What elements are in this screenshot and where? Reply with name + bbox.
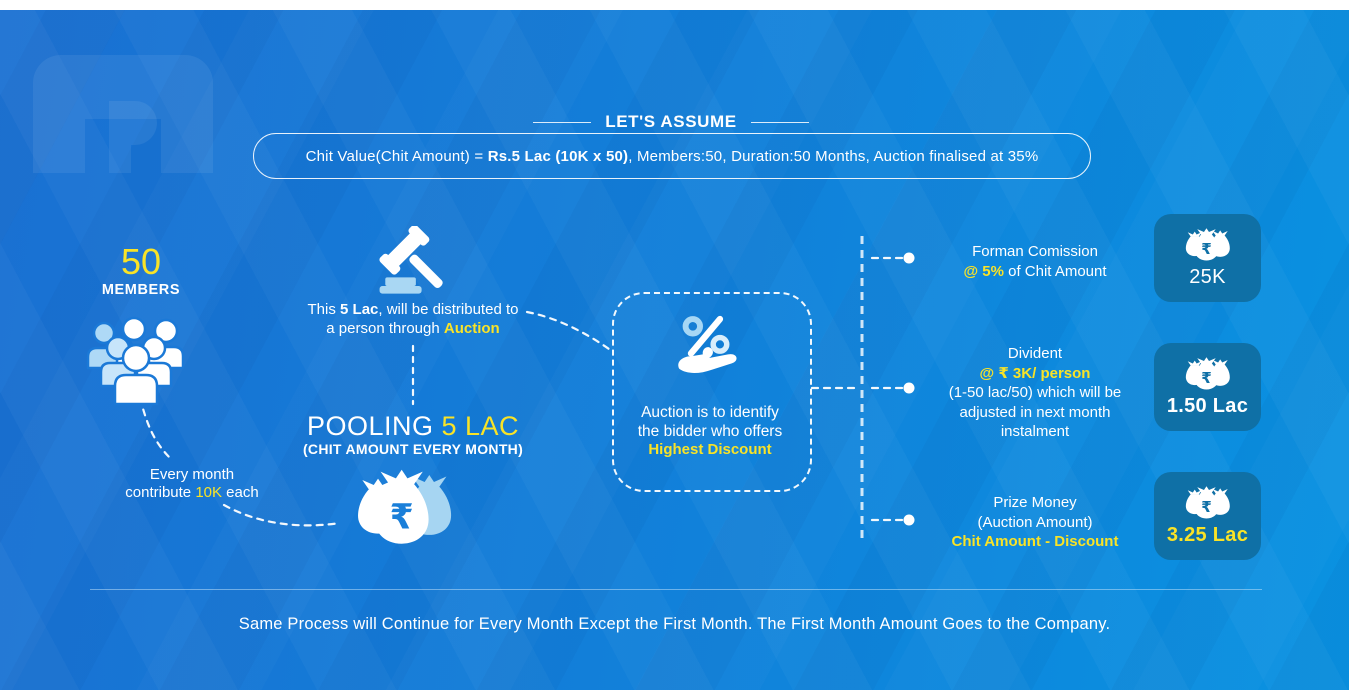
people-group-icon [86,316,185,406]
auction-box-text: Auction is to identify the bidder who of… [600,403,820,441]
assumption-bold: Rs.5 Lac (10K x 50) [487,147,629,165]
money-bag-icon: ₹ [1185,228,1230,261]
auction-line1: Auction is to identify [641,404,779,421]
dist-line1-suffix: , will be distributed to [378,301,519,318]
dividend-badge-value: 1.50 Lac [1166,395,1249,417]
dividend-text: Divident @ ₹ 3K/ person (1-50 lac/50) wh… [895,344,1175,442]
commission-badge: ₹ 25K [1154,214,1261,302]
note-line2-highlight: 10K [195,484,223,501]
assume-title-text: LET'S ASSUME [605,112,737,131]
commission-badge-value: 25K [1189,266,1226,288]
assumption-pill: Chit Value(Chit Amount) = Rs.5 Lac (10K … [253,133,1091,179]
distribution-note: This 5 Lac, will be distributed to a per… [283,301,543,338]
pooling-title-white: POOLING [306,411,442,441]
money-bag-icon: ₹ [1185,357,1230,390]
title-line-left [533,121,592,123]
percent-hand-icon [678,315,737,374]
auction-line2: the bidder who offers [637,423,783,440]
title-line-right [750,121,809,123]
commission-title: Forman Comission [972,243,1098,260]
prize-highlight: Chit Amount - Discount [951,533,1119,550]
assumption-prefix: Chit Value(Chit Amount) = [305,147,488,165]
prize-badge-value: 3.25 Lac [1166,524,1249,546]
members-contribution-note: Every month contribute 10K each [92,466,292,502]
blue-background [0,10,1349,690]
dividend-title: Divident [1007,345,1063,362]
note-line2-suffix: each [222,484,259,501]
dividend-line2: (1-50 lac/50) which will be [948,384,1122,401]
rupee-symbol: ₹ [390,497,414,537]
dist-line1-prefix: This [307,301,341,318]
assume-title: LET'S ASSUME [421,112,921,132]
pooling-title-yellow: 5 LAC [441,411,520,441]
pooling-title: POOLING 5 LAC [283,411,543,442]
auction-box [612,292,812,492]
assumption-text: Chit Value(Chit Amount) = Rs.5 Lac (10K … [306,148,1039,165]
note-line2-prefix: contribute [125,484,196,501]
money-bags-icon: ₹ [358,469,452,544]
prize-text: Prize Money (Auction Amount) Chit Amount… [895,493,1175,552]
commission-text: Forman Comission @ 5% of Chit Amount [895,242,1175,281]
assumption-suffix: , Members:50, Duration:50 Months, Auctio… [628,147,1039,165]
commission-highlight: @ 5% [963,262,1004,280]
dividend-badge: ₹ 1.50 Lac [1154,343,1261,431]
svg-text:₹: ₹ [1201,369,1211,387]
dist-line1-bold: 5 Lac [340,301,379,318]
dividend-line4: instalment [1000,423,1070,440]
svg-text:₹: ₹ [1201,240,1211,258]
prize-line2: (Auction Amount) [977,513,1093,531]
dividend-line3: adjusted in next month [959,403,1111,421]
top-white-strip [0,0,1349,10]
commission-rest: of Chit Amount [1003,262,1107,280]
dist-line2-highlight: Auction [443,319,500,337]
footer-divider [90,589,1262,590]
members-count: 50 [120,241,162,282]
prize-title: Prize Money [993,494,1077,511]
pooling-subtitle: (CHIT AMOUNT EVERY MONTH) [302,441,524,457]
footer-note: Same Process will Continue for Every Mon… [238,615,1111,633]
money-bag-icon: ₹ [1185,486,1230,519]
prize-badge: ₹ 3.25 Lac [1154,472,1261,560]
dist-line2-prefix: a person through [326,319,444,337]
svg-text:₹: ₹ [1201,498,1211,516]
gavel-icon [379,226,443,294]
note-line1: Every month [149,466,235,483]
brand-watermark-icon [33,55,213,173]
dividend-highlight: @ ₹ 3K/ person [979,364,1091,382]
auction-highlight: Highest Discount [648,441,772,458]
members-label: MEMBERS [101,282,181,298]
